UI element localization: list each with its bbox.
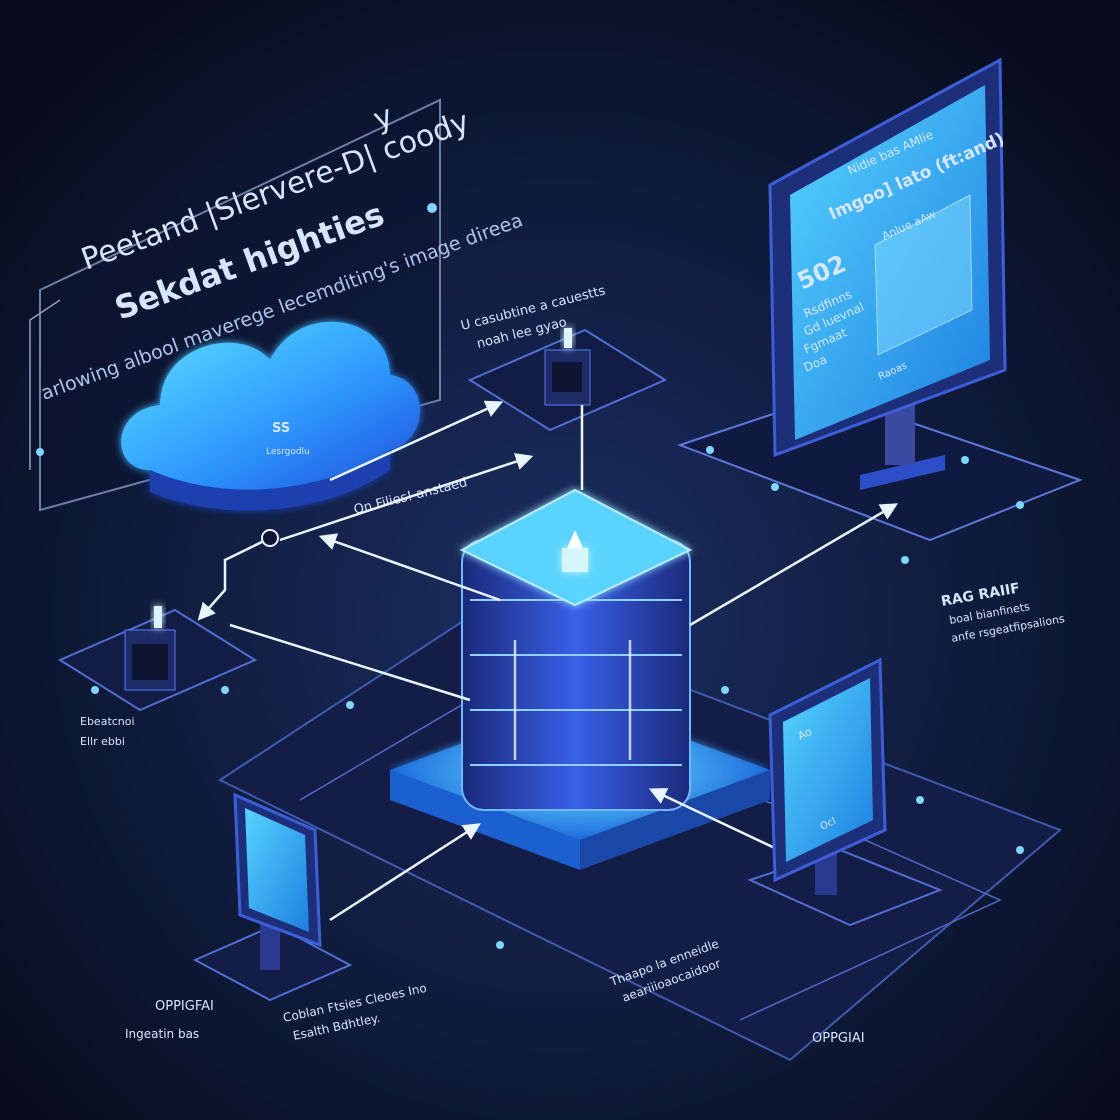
cloud-caption: Lesrgodlu	[266, 447, 310, 457]
arrow-top-node	[329, 400, 504, 482]
arrow-to-top-node	[279, 453, 534, 542]
right-tablet	[747, 657, 943, 927]
glow-dots	[91, 446, 1024, 949]
bottom-left-title: OPPIGFAI	[155, 999, 214, 1014]
arrow-to-server-bottom-left	[329, 823, 481, 922]
arrow-server-to-cloud	[318, 533, 501, 602]
cloud-storage	[121, 321, 420, 511]
tablet-right-header: Ao	[796, 725, 814, 743]
connections	[197, 400, 899, 922]
banner-node-dot	[427, 203, 437, 213]
line-left-to-server	[229, 623, 471, 702]
arrow-cloud-to-node	[197, 536, 271, 621]
connector-dot	[261, 529, 279, 547]
left-node-caption-1: Ebeatcnoi	[80, 715, 135, 728]
bottom-left-caption: Ingeatin bas	[125, 1027, 199, 1041]
central-server	[390, 488, 770, 870]
monitor-node	[768, 57, 1007, 490]
left-node-platform	[57, 606, 258, 712]
bottom-left-tablet	[192, 792, 353, 1002]
banner-node-dot	[36, 448, 44, 456]
top-node-platform	[467, 328, 668, 432]
bottom-right-title: OPPGIAI	[812, 1031, 865, 1046]
arrow-to-monitor	[689, 503, 899, 627]
left-node-caption-2: Ellr ebbi	[80, 735, 125, 748]
cloud-badge: SS	[272, 421, 290, 436]
